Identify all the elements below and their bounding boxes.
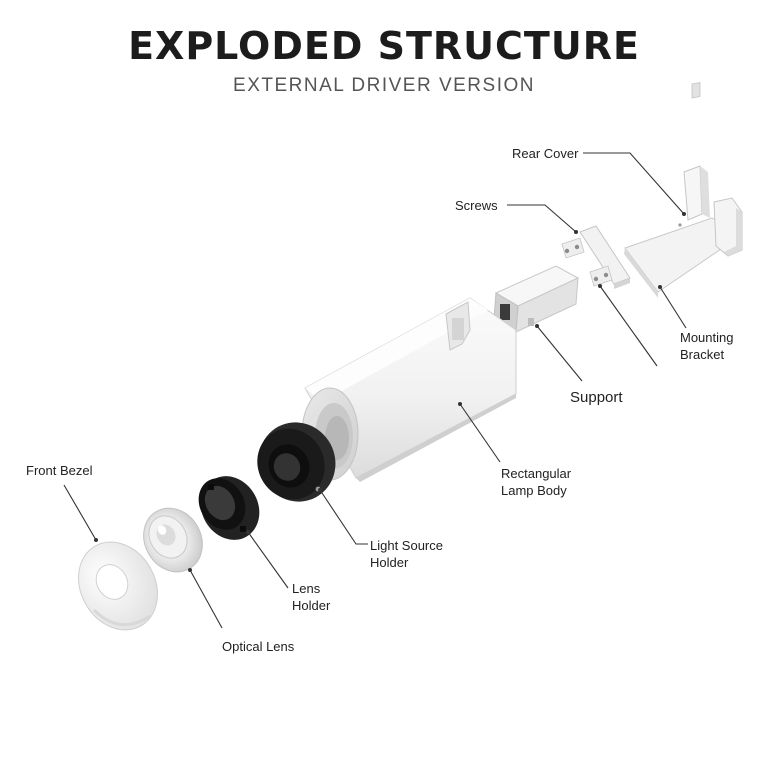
screw-icon	[564, 248, 570, 254]
label-lens-holder-line2: Holder	[292, 598, 331, 613]
lens-holder-part	[198, 476, 260, 540]
leader-lines	[63, 152, 687, 629]
leader-lens-holder	[247, 531, 289, 589]
label-lens-holder-line1: Lens	[292, 581, 321, 596]
leader-lamp-body	[459, 403, 501, 463]
label-light-source-holder-line2: Holder	[370, 555, 409, 570]
label-front-bezel: Front Bezel	[26, 463, 93, 478]
front-bezel-part	[78, 541, 158, 631]
label-rear-cover: Rear Cover	[512, 146, 579, 161]
leader-rear-cover	[583, 152, 685, 215]
mounting-bracket-part	[624, 82, 743, 298]
leader-rear-plate	[599, 285, 658, 367]
label-mounting-bracket-line1: Mounting	[680, 330, 734, 345]
support-part	[493, 265, 580, 333]
light-source-holder-part	[257, 422, 336, 502]
label-optical-lens: Optical Lens	[222, 639, 295, 654]
diagram-title: EXPLODED STRUCTURE	[128, 24, 640, 68]
leader-optical-lens	[189, 569, 223, 629]
diagram-subtitle: EXTERNAL DRIVER VERSION	[233, 75, 535, 96]
label-lamp-body-line1: Rectangular	[501, 466, 572, 481]
lamp-body-part	[301, 297, 517, 482]
label-lamp-body-line2: Lamp Body	[501, 483, 567, 498]
leader-screws	[507, 204, 577, 233]
rear-cover-part	[561, 225, 631, 289]
leader-front-bezel	[63, 484, 97, 541]
leader-light-source-holder	[319, 489, 368, 545]
optical-lens-part	[143, 507, 203, 573]
leader-mounting-bracket	[659, 286, 687, 329]
label-light-source-holder-line1: Light Source	[370, 538, 443, 553]
label-support: Support	[570, 389, 623, 406]
leader-support	[536, 325, 583, 382]
label-mounting-bracket-line2: Bracket	[680, 347, 725, 362]
label-screws: Screws	[455, 198, 498, 213]
